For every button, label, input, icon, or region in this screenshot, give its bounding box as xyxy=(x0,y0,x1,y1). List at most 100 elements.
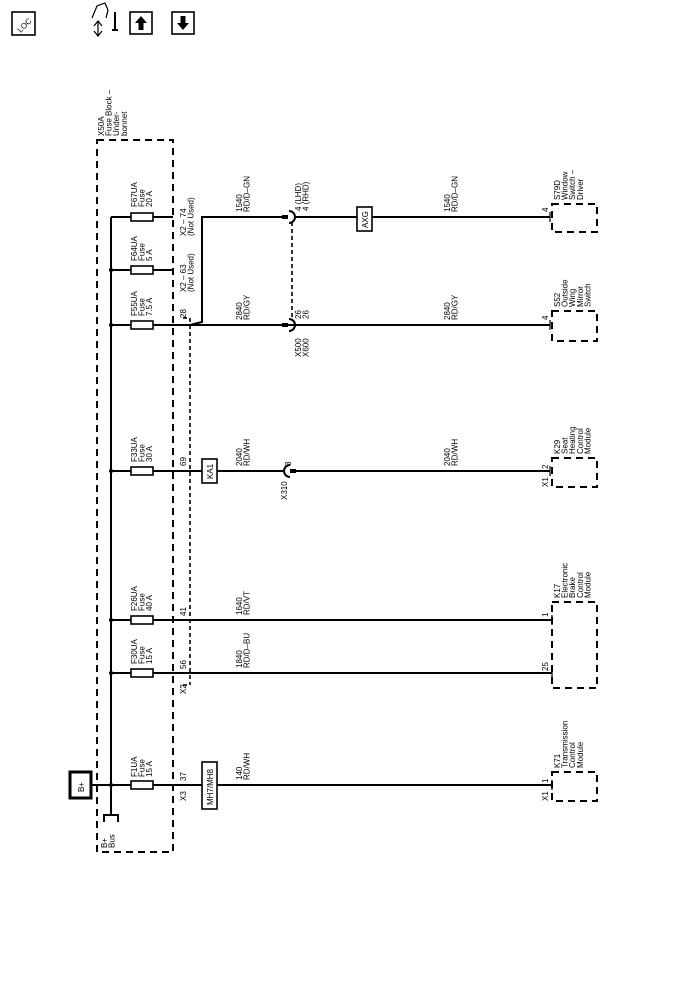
connector-label: X3 xyxy=(179,791,188,801)
fuse-block-outline xyxy=(96,139,174,853)
pin-label: (Not Used) xyxy=(187,253,196,292)
module-label: Electronic xyxy=(561,563,570,598)
mh-label: MH7/MH8 xyxy=(206,768,215,805)
wire-label: 1540 xyxy=(235,194,244,212)
module-label: Brake xyxy=(568,577,577,598)
fuse-label: Fuse xyxy=(138,243,147,261)
module-label: S79D xyxy=(553,180,562,200)
wire-label: RD/D–BU xyxy=(243,633,252,668)
fuse-label: F1UA xyxy=(130,756,139,777)
bus-label: B+ xyxy=(100,838,109,848)
connector-pin-label: 3 xyxy=(284,461,293,466)
pin-label: 2 xyxy=(541,464,550,469)
bus-label: Bus xyxy=(108,834,117,848)
fuse-label: 40 A xyxy=(145,594,154,611)
fuse-label: 30 A xyxy=(145,445,154,462)
module-label: Control xyxy=(576,572,585,598)
fuse-symbols xyxy=(130,212,154,790)
fuse-label: Fuse xyxy=(138,189,147,207)
axg-box xyxy=(356,206,373,232)
b-plus-source xyxy=(68,770,93,800)
connector-label: X310 xyxy=(280,481,289,500)
module-label: Driver xyxy=(576,178,585,200)
axg-label: AXG xyxy=(361,211,370,228)
pin-label: 1 xyxy=(541,612,550,617)
pin-label: 4 xyxy=(541,315,550,320)
pin-label: X2 – 63 xyxy=(179,264,188,292)
fuse-label: F67UA xyxy=(130,181,139,207)
ka1-box xyxy=(201,458,218,484)
connector-pin-label: 4 (LHD) xyxy=(294,183,303,211)
location-button[interactable]: LOC xyxy=(11,11,36,36)
wire-label: 1840 xyxy=(235,650,244,668)
x2-connector-outline xyxy=(183,318,191,686)
wire-label: 2040 xyxy=(443,448,452,466)
next-button[interactable] xyxy=(171,11,195,35)
module-label: K71 xyxy=(553,753,562,768)
module-label: Control xyxy=(568,742,577,768)
module-label: K17 xyxy=(553,583,562,598)
wire-label: RD/VT xyxy=(243,591,252,615)
arrow-down-icon xyxy=(177,16,189,30)
pin-label: 25 xyxy=(541,662,550,671)
module-label: K29 xyxy=(553,439,562,454)
pin-label: 56 xyxy=(179,660,188,669)
fuse-label: Fuse xyxy=(138,759,147,777)
fuse-block-label: Fuse Block – xyxy=(105,89,114,136)
module-label: Module xyxy=(583,427,592,454)
fuse-block-label: X50A xyxy=(97,116,106,136)
fuse-block-label: bonnet xyxy=(120,111,129,136)
module-label: Window xyxy=(561,171,570,200)
fuse-label: Fuse xyxy=(138,298,147,316)
fuse-label: F55UA xyxy=(130,290,139,316)
connector-repair-button[interactable] xyxy=(91,2,118,37)
previous-button[interactable] xyxy=(129,11,153,35)
connector-label: X2 xyxy=(179,684,188,694)
module-label: Switch xyxy=(583,283,592,307)
wire-label: RD/D–GN xyxy=(243,176,252,212)
wire-1540-jumper xyxy=(189,216,287,326)
connector-pin-label: 4 (RHD) xyxy=(302,181,311,211)
module-label: Module xyxy=(583,571,592,598)
wire-label: RD/GY xyxy=(243,294,252,320)
wire-label: 1640 xyxy=(235,597,244,615)
module-label: Transmission xyxy=(561,721,570,768)
module-label: S52 xyxy=(553,292,562,307)
fuse-label: 15 A xyxy=(145,647,154,664)
connector-label: X600 xyxy=(302,338,311,357)
pin-label: 4 xyxy=(541,207,550,212)
connector-repair-icon xyxy=(93,20,103,37)
module-label: Switch – xyxy=(568,169,577,200)
pin-label: (Not Used) xyxy=(187,197,196,236)
connector-label: X500 xyxy=(294,338,303,357)
module-label: Outside xyxy=(561,279,570,307)
connector-label: X1 xyxy=(541,477,550,487)
module-label: Seat xyxy=(561,437,570,454)
pin-label: 1 xyxy=(541,778,550,783)
module-label: Control xyxy=(576,428,585,454)
arrow-up-icon xyxy=(135,16,147,30)
module-label: Heating xyxy=(568,426,577,454)
connector-label: X1 xyxy=(541,791,550,801)
wire-label: RD/WH xyxy=(451,439,460,466)
pin-label: X2 – 74 xyxy=(179,208,188,236)
mh-box xyxy=(201,761,218,810)
fuse-label: F26UA xyxy=(130,585,139,611)
fuse-label: Fuse xyxy=(138,646,147,664)
module-label: Mirror xyxy=(576,286,585,307)
wire-label: 2840 xyxy=(235,302,244,320)
connector-pin-label: 26 xyxy=(302,310,311,319)
pin-label: 28 xyxy=(179,309,188,318)
wire-label: RD/D–GN xyxy=(451,176,460,212)
ka1-label: KA1 xyxy=(206,463,215,479)
fuse-label: 15 A xyxy=(145,760,154,777)
pin-label: 69 xyxy=(179,457,188,466)
location-icon xyxy=(11,11,36,36)
b-plus-label: B+ xyxy=(77,782,86,792)
pin-label: 41 xyxy=(179,607,188,616)
fuse-label: F30UA xyxy=(130,638,139,664)
wire-label: RD/WH xyxy=(243,753,252,780)
fuse-label: Fuse xyxy=(138,444,147,462)
x500-connector xyxy=(282,210,296,332)
